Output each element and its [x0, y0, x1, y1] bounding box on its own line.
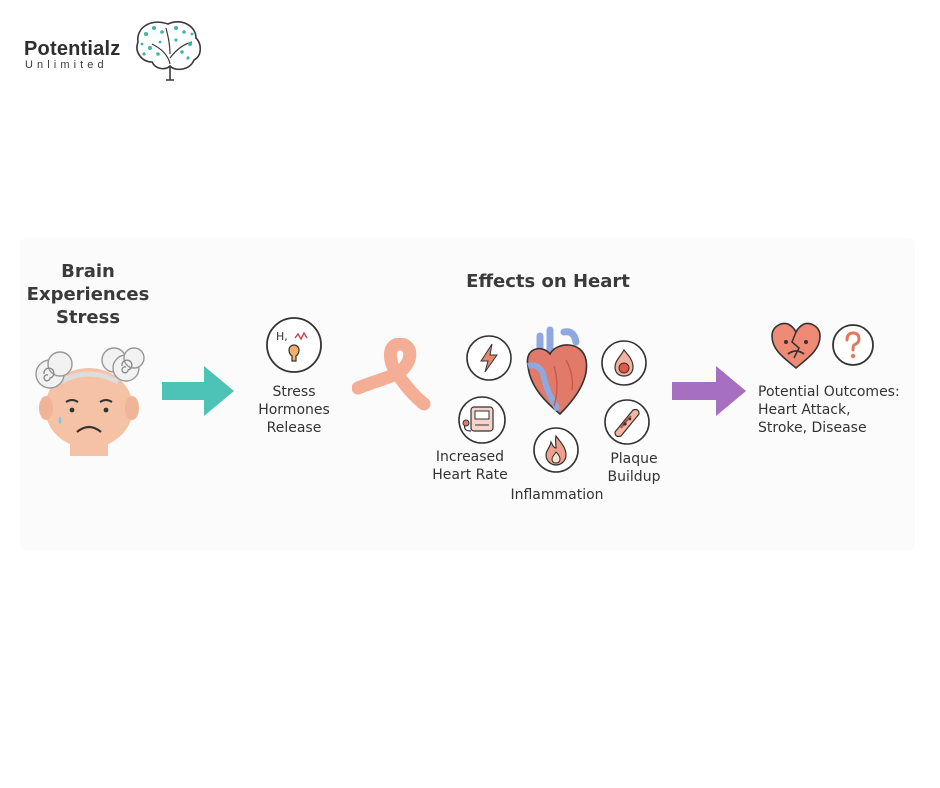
label-line: Hormones [258, 402, 330, 418]
broken-heart-icon [768, 320, 824, 372]
label-line: Plaque [610, 451, 658, 467]
arrow-right-icon [160, 364, 236, 418]
logo-subtitle: Unlimited [25, 59, 108, 71]
brain-title: Brain Experiences Stress [20, 260, 156, 329]
ribbon-connector-icon [352, 338, 434, 412]
brain-title-line: Brain [61, 261, 115, 282]
stressed-person-icon [30, 338, 152, 460]
label-line: Stress [272, 384, 316, 400]
label-line: Increased [435, 449, 505, 465]
arrow-right-icon [670, 364, 748, 418]
flame-icon [532, 426, 580, 474]
label-line: Heart Rate [432, 467, 508, 483]
logo-name: Potentialz [24, 38, 121, 60]
fire-circle-icon [600, 339, 648, 387]
label-line: Inflammation [510, 487, 604, 503]
label-line: Release [266, 420, 322, 436]
stress-hormones-label: Stress Hormones Release [246, 383, 342, 437]
effects-heart-title: Effects on Heart [466, 271, 630, 292]
hormone-formula-text: H, [276, 330, 288, 343]
label-line: Buildup [607, 469, 661, 485]
label-line: Potential Outcomes: [758, 384, 900, 400]
brain-title-line: Experiences [26, 284, 150, 305]
artery-plaque-icon [603, 398, 651, 446]
hormone-icon: H, [265, 316, 323, 374]
potential-outcomes-label: Potential Outcomes: Heart Attack, Stroke… [758, 383, 918, 437]
plaque-buildup-label: Plaque Buildup [596, 450, 672, 486]
brain-tree-icon [130, 14, 206, 82]
heart-rate-monitor-icon [457, 395, 507, 445]
question-mark-icon [830, 322, 876, 368]
label-line: Heart Attack, [758, 402, 851, 418]
lightning-icon [465, 334, 513, 382]
brain-title-line: Stress [55, 307, 121, 328]
heart-icon [520, 326, 592, 418]
inflammation-label: Inflammation [505, 486, 609, 504]
increased-heart-rate-label: Increased Heart Rate [424, 448, 516, 484]
label-line: Stroke, Disease [758, 420, 867, 436]
